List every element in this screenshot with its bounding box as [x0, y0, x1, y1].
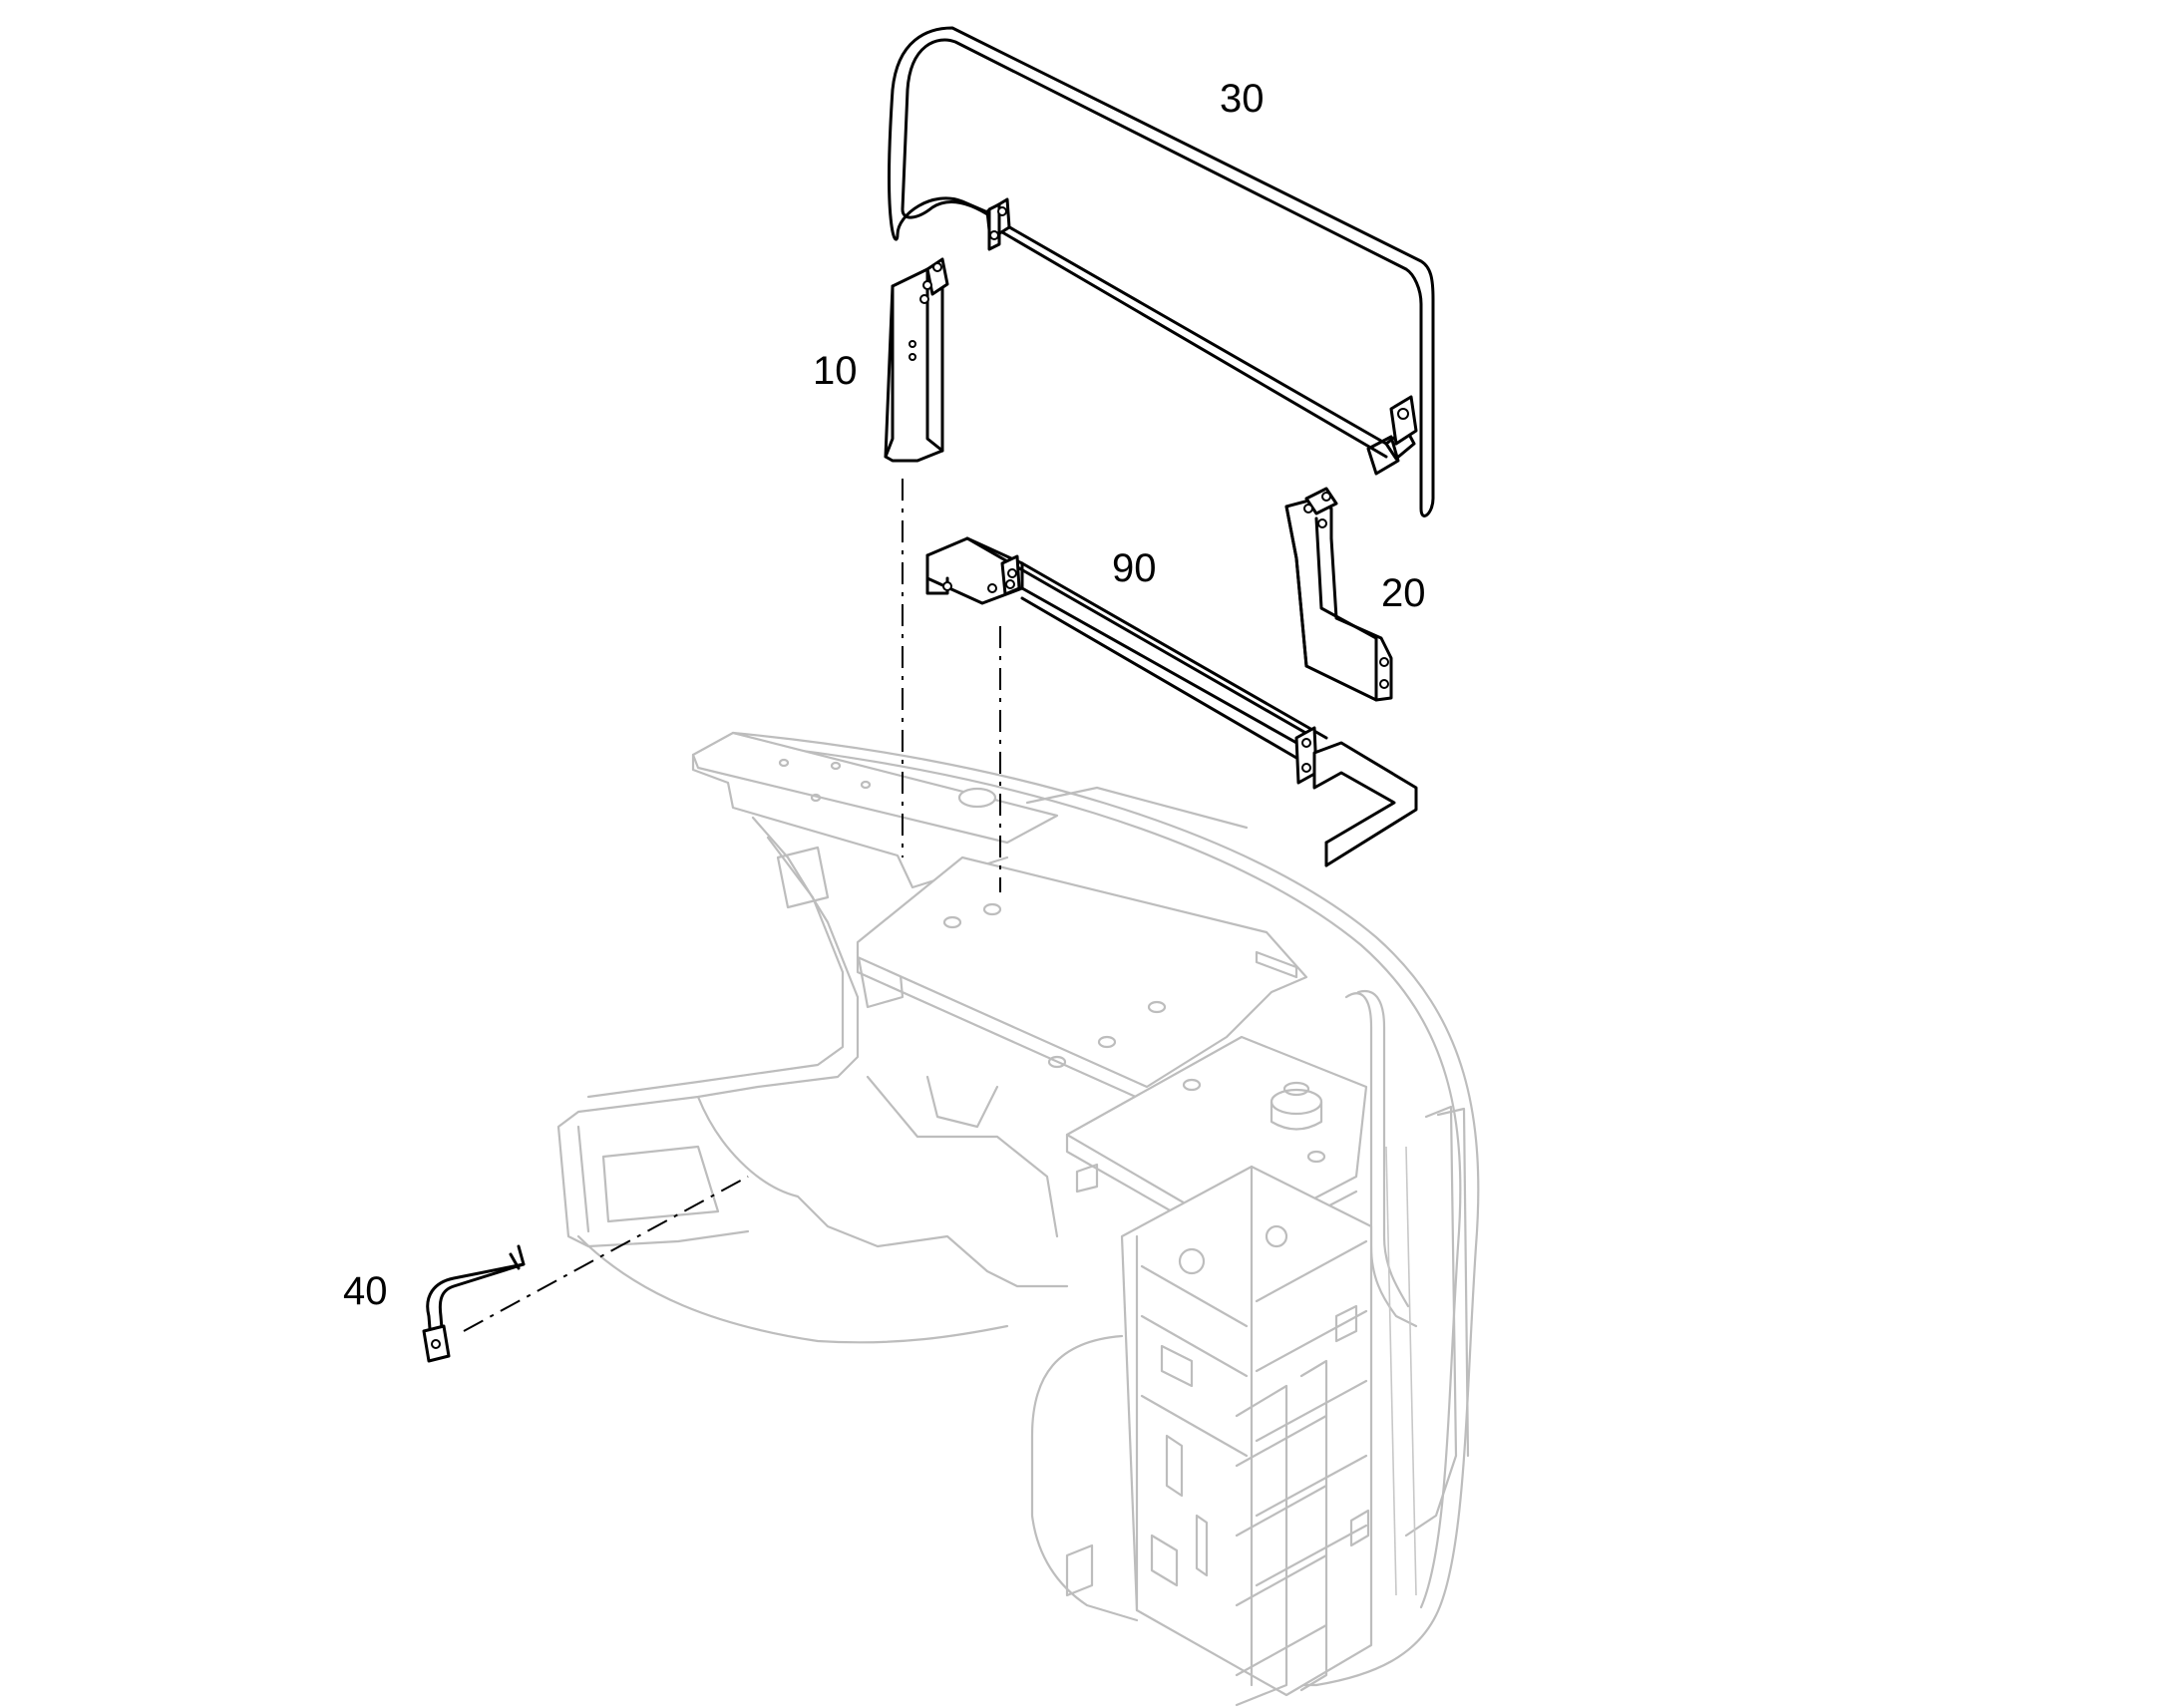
callout-90: 90 [1112, 546, 1157, 590]
part-20-right-bracket [1284, 487, 1393, 702]
leader-lines [463, 479, 1001, 1332]
callout-30: 30 [1220, 77, 1265, 121]
callout-40: 40 [343, 1269, 388, 1313]
callout-10: 10 [813, 349, 858, 393]
part-10-left-bracket [884, 257, 949, 463]
base-assembly-ghost [556, 731, 1480, 1707]
part-30-handle-rail [888, 26, 1435, 517]
part-90-cross-beam [925, 536, 1418, 867]
callout-20: 20 [1381, 571, 1426, 615]
callout-labels: 30 10 90 20 40 [343, 77, 1426, 1313]
part-40-hook-bracket [422, 1244, 526, 1363]
